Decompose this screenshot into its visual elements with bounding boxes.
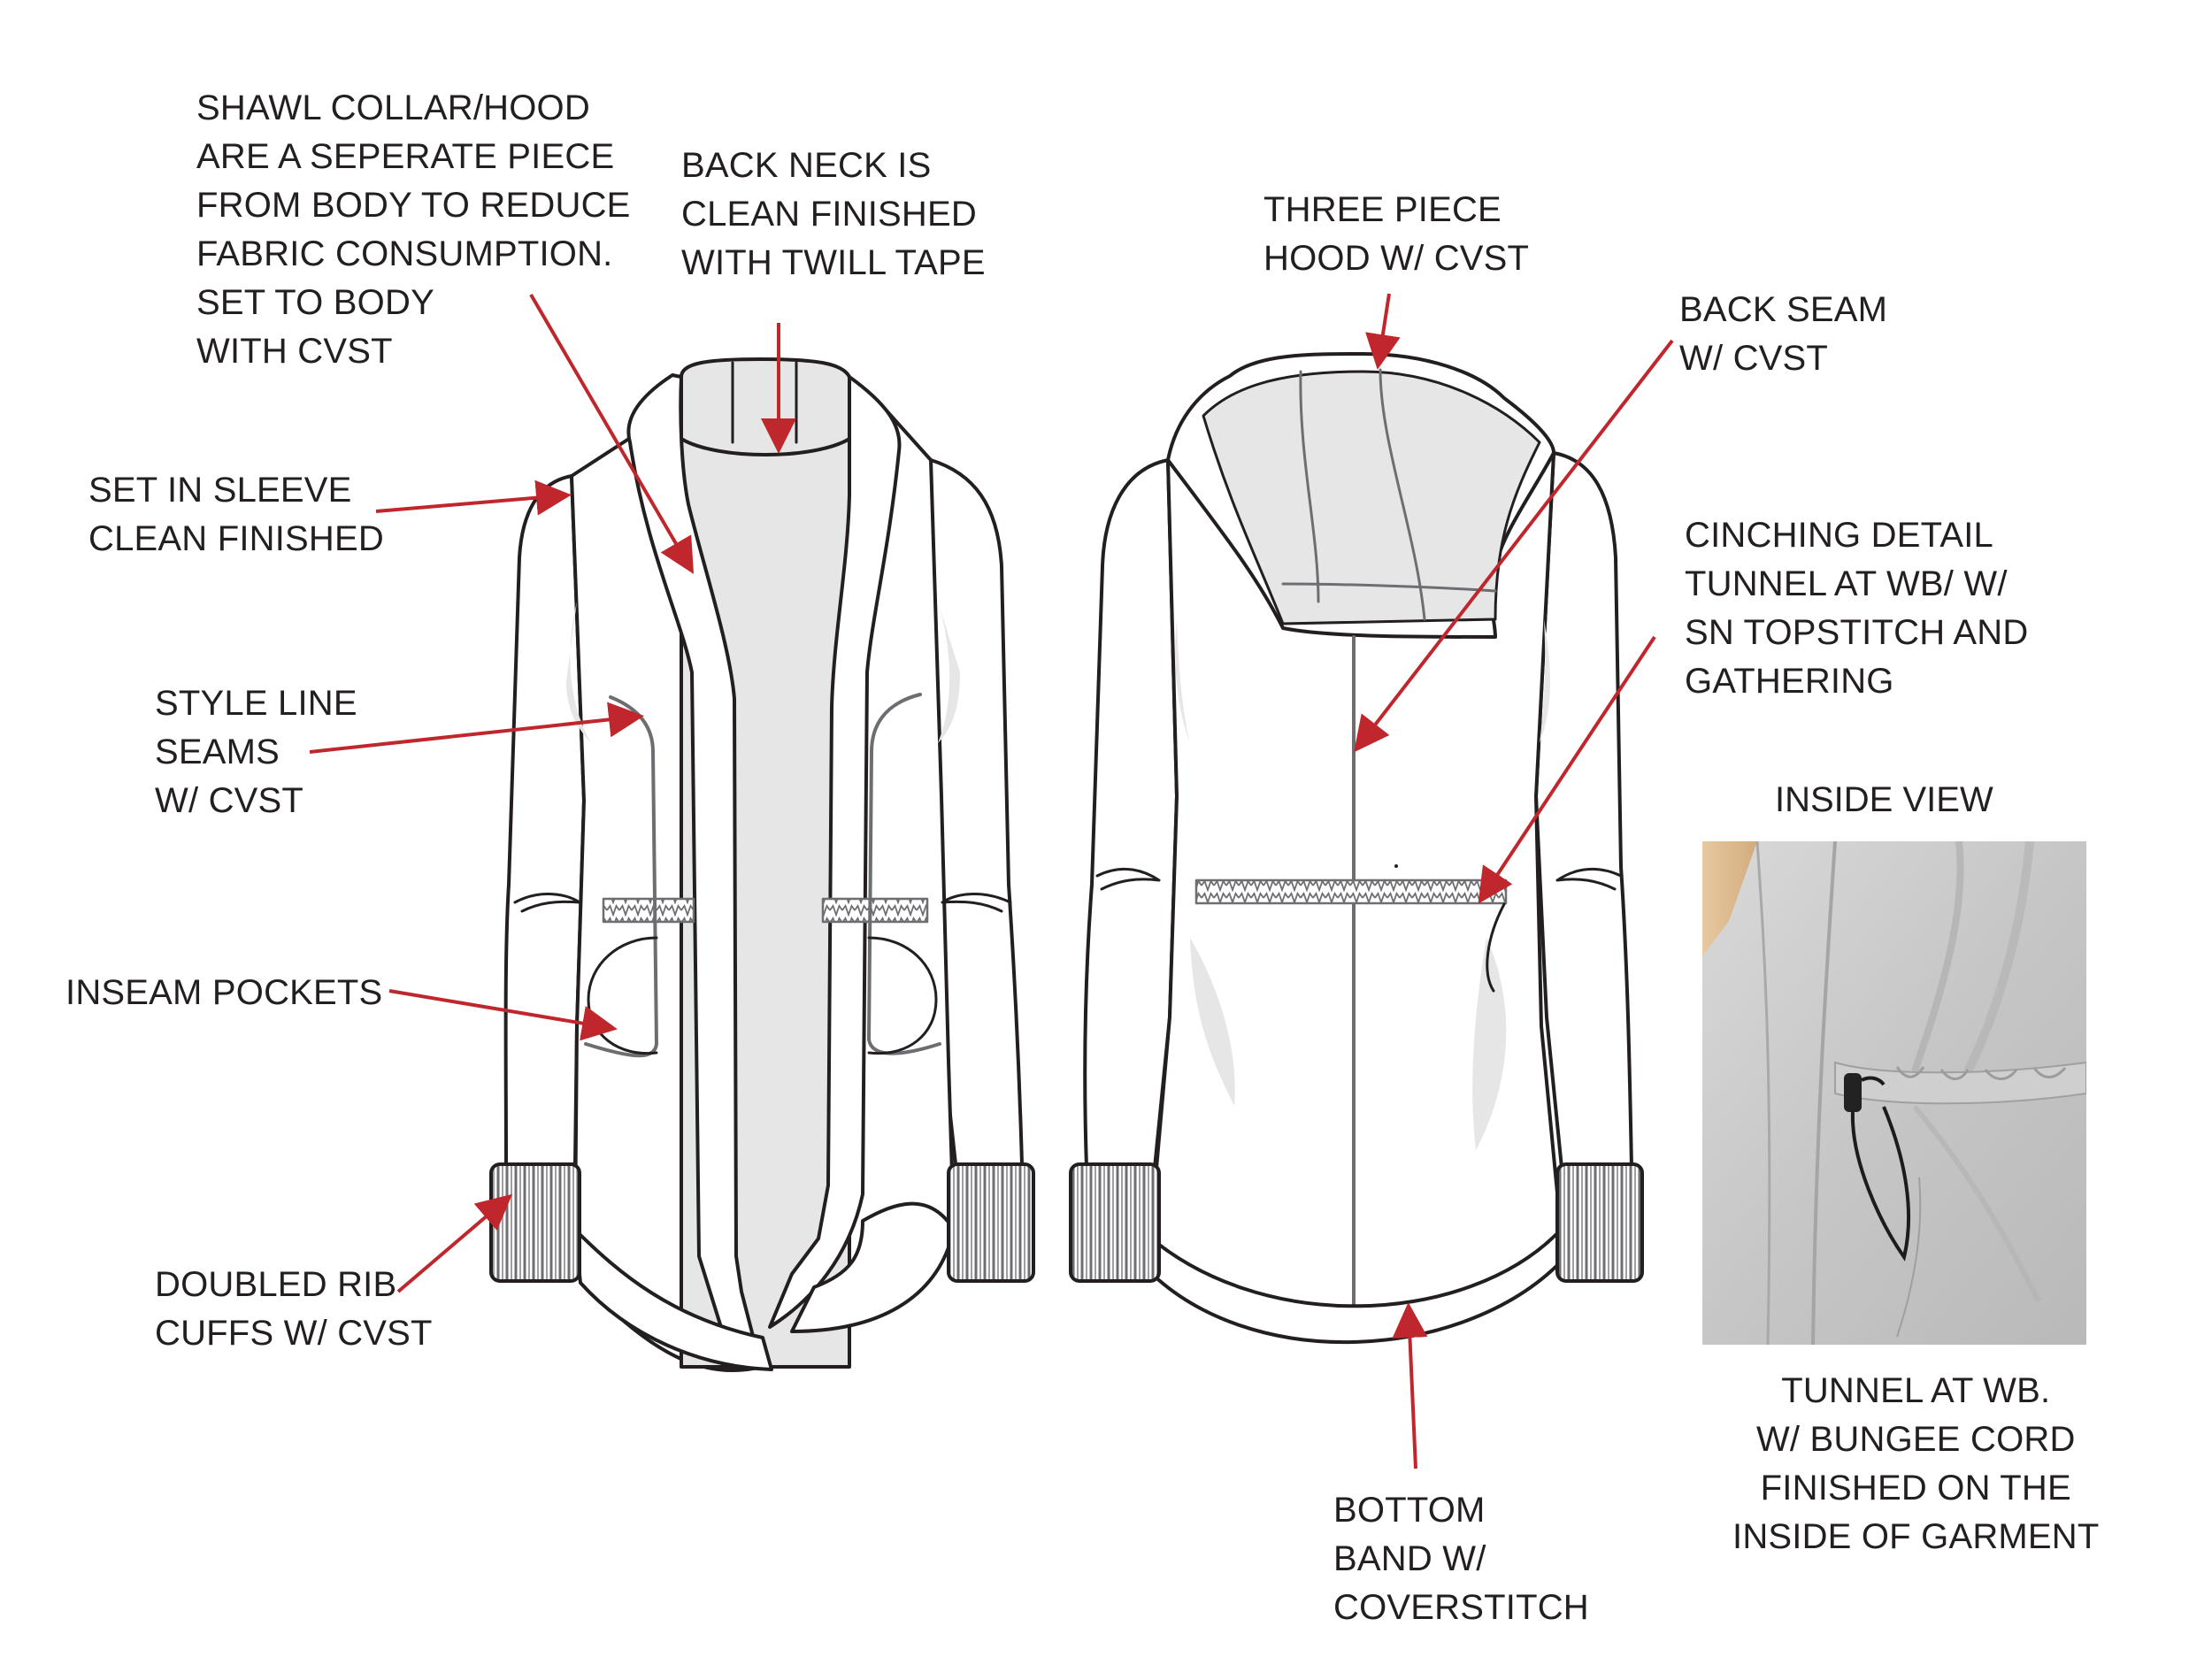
callout-back-neck: BACK NECK IS CLEAN FINISHED WITH TWILL T… xyxy=(681,146,986,282)
callout-doubled-rib: DOUBLED RIB CUFFS W/ CVST xyxy=(155,1265,433,1353)
callout-bottom-band: BOTTOM BAND W/ COVERSTITCH xyxy=(1333,1491,1589,1627)
front-left-inseam-pocket xyxy=(587,936,658,1055)
arrow-back-seam xyxy=(1354,339,1674,753)
front-right-sleeve xyxy=(926,458,1024,1166)
front-left-shawl-collar xyxy=(626,373,763,1369)
callout-set-in-sleeve: SET IN SLEEVE CLEAN FINISHED xyxy=(88,471,384,558)
front-right-shawl-collar xyxy=(768,375,902,1329)
front-right-waist-tunnel xyxy=(821,897,929,924)
back-left-sleeve xyxy=(1083,458,1179,1170)
front-hem-band xyxy=(573,1228,773,1371)
callout-shawl-collar: SHAWL COLLAR/HOOD ARE A SEPERATE PIECE F… xyxy=(196,88,631,371)
front-left-rib-cuff xyxy=(489,1162,581,1283)
callout-inseam-pockets: INSEAM POCKETS xyxy=(65,973,383,1012)
inside-view-photo xyxy=(1702,841,2086,1345)
arrow-shawl-collar xyxy=(529,293,695,574)
callout-style-line: STYLE LINE SEAMS W/ CVST xyxy=(155,684,357,820)
inside-view-illustration xyxy=(1702,841,2086,1345)
front-right-inseam-pocket xyxy=(867,936,938,1055)
back-left-rib-cuff xyxy=(1069,1162,1161,1283)
callout-tunnel-at-wb: TUNNEL AT WB. W/ BUNGEE CORD FINISHED ON… xyxy=(1732,1371,2100,1556)
front-right-style-line xyxy=(867,693,941,1055)
back-right-rib-cuff xyxy=(1555,1162,1644,1283)
front-view-sketch xyxy=(489,357,1035,1373)
front-left-sleeve xyxy=(503,474,586,1166)
leader-arrows xyxy=(309,293,1674,1469)
arrow-cinching-detail xyxy=(1478,635,1656,904)
back-view-sketch xyxy=(1069,352,1644,1345)
arrow-doubled-rib xyxy=(396,1193,513,1293)
front-neckline-curve xyxy=(680,437,851,456)
callout-back-seam: BACK SEAM W/ CVST xyxy=(1679,290,1888,378)
arrow-inseam-pockets xyxy=(388,989,618,1041)
back-waist-tunnel xyxy=(1194,878,1508,905)
arrow-bottom-band xyxy=(1392,1302,1428,1469)
callout-three-piece-hood: THREE PIECE HOOD W/ CVST xyxy=(1263,190,1530,278)
callout-cinching-detail: CINCHING DETAIL TUNNEL AT WB/ W/ SN TOPS… xyxy=(1685,516,2029,701)
front-right-rib-cuff xyxy=(947,1162,1035,1283)
arrow-style-line xyxy=(309,702,644,754)
arrow-set-in-sleeve xyxy=(375,479,572,516)
back-right-sleeve xyxy=(1534,451,1633,1170)
arrow-three-piece-hood xyxy=(1365,293,1401,370)
back-hood-inside xyxy=(1202,370,1541,625)
inside-view-heading: INSIDE VIEW xyxy=(1775,780,1993,819)
front-left-waist-tunnel xyxy=(602,897,695,924)
